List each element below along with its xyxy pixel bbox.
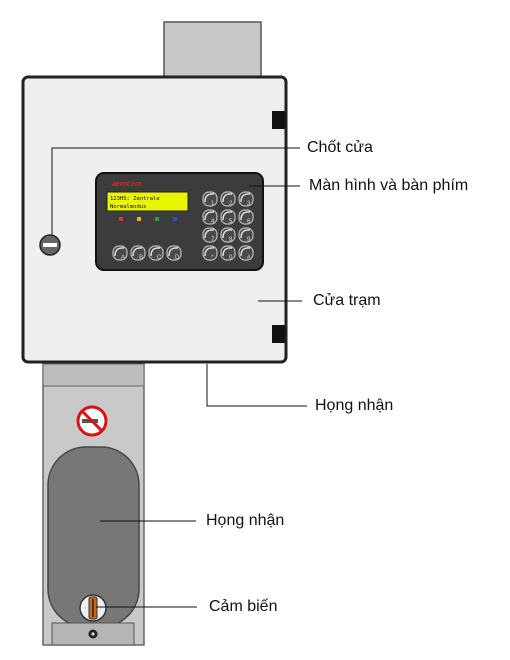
key-b[interactable]: B [130, 245, 146, 261]
status-led [119, 217, 123, 221]
hinge-bottom [272, 325, 285, 343]
key-7[interactable]: 7 [202, 227, 218, 243]
key-c-label: C [157, 255, 162, 261]
label-sensor: Cảm biến [209, 598, 278, 615]
key-a[interactable]: A [112, 245, 128, 261]
sensor-icon [79, 594, 107, 622]
key-b-label: B [139, 255, 143, 261]
label-receiver-throat-lower: Họng nhận [206, 512, 285, 529]
key-1-label: 1 [211, 201, 215, 207]
brand-logo: aerocom [112, 181, 141, 188]
key-6[interactable]: 6 [238, 209, 254, 225]
key-4[interactable]: 4 [202, 209, 218, 225]
key-0-label: 0 [229, 255, 233, 261]
key-3-label: 3 [247, 201, 251, 207]
lcd-line-2: Normalmodus [110, 204, 146, 210]
door-latch-icon [39, 234, 61, 256]
lcd-screen [106, 191, 189, 212]
key-star[interactable]: * [202, 245, 218, 261]
label-station-door: Cửa trạm [313, 292, 381, 309]
leader-door-latch [51, 147, 300, 236]
key-d-label: D [175, 255, 180, 261]
key-0[interactable]: 0 [220, 245, 236, 261]
key-hash[interactable]: # [238, 245, 254, 261]
leader-lines [51, 147, 307, 608]
key-5[interactable]: 5 [220, 209, 236, 225]
key-a-label: A [121, 255, 125, 261]
leader-receiver-upper [206, 364, 307, 407]
key-4-label: 4 [211, 219, 215, 225]
key-7-label: 7 [211, 237, 215, 243]
key-8-label: 8 [229, 237, 233, 243]
function-keys: A B C D [112, 245, 182, 261]
label-door-latch: Chốt cửa [307, 139, 373, 156]
status-leds [119, 217, 177, 221]
key-c[interactable]: C [148, 245, 164, 261]
key-3[interactable]: 3 [238, 191, 254, 207]
label-screen-keypad: Màn hình và bàn phím [309, 177, 469, 194]
key-2[interactable]: 2 [220, 191, 236, 207]
key-9-label: 9 [247, 237, 251, 243]
key-6-label: 6 [247, 219, 251, 225]
status-led [137, 217, 141, 221]
lcd-line-1: 123HS: Zentrale [110, 196, 160, 202]
key-star-label: * [211, 255, 214, 261]
status-led [155, 217, 159, 221]
key-9[interactable]: 9 [238, 227, 254, 243]
top-pipe [163, 21, 262, 79]
key-1[interactable]: 1 [202, 191, 218, 207]
key-8[interactable]: 8 [220, 227, 236, 243]
numeric-keypad: 1 2 3 4 5 6 7 8 9 * 0 # [202, 191, 254, 261]
status-led [173, 217, 177, 221]
no-smoking-sign-icon [76, 405, 108, 437]
key-d[interactable]: D [166, 245, 182, 261]
hinge-top [272, 111, 285, 129]
column-collar [42, 363, 145, 387]
key-5-label: 5 [229, 219, 233, 225]
key-hash-label: # [247, 255, 251, 261]
label-receiver-throat-upper: Họng nhận [315, 397, 394, 414]
key-2-label: 2 [229, 201, 233, 207]
